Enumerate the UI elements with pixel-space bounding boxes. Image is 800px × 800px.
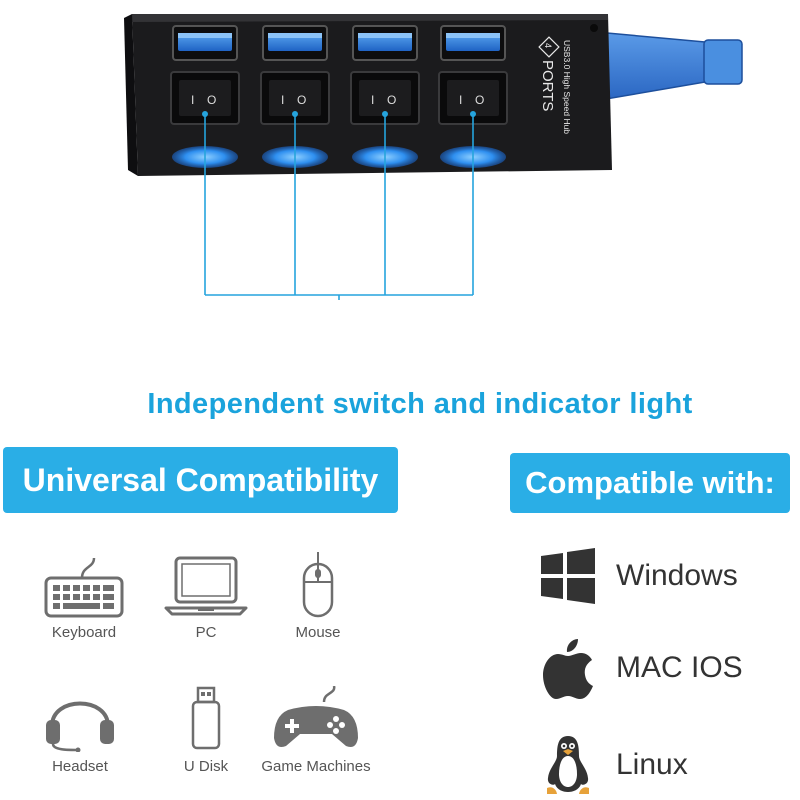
device-label-mouse: Mouse [295,624,341,641]
device-label-pc: PC [195,624,217,641]
keyboard-icon [44,557,124,618]
device-game-machines: Game Machines [256,686,376,775]
brand-badge-number: 4 [543,43,553,48]
device-keyboard: Keyboard [24,552,144,641]
device-u-disk: U Disk [146,686,266,775]
mouse-icon [302,552,334,618]
switch-on-mark: I [459,93,462,107]
os-label-linux: Linux [616,748,688,781]
usb-port-4 [440,25,506,61]
device-label-keyboard: Keyboard [51,624,117,641]
os-linux: Linux [538,734,688,796]
device-label-headset: Headset [52,758,108,775]
callout-lines [202,111,476,300]
windows-icon [538,545,598,607]
usb-cable-plug [595,31,743,101]
switch-off-mark: O [297,93,306,107]
linux-icon [538,734,598,796]
brand-title: PORTS [539,60,556,111]
device-label-u-disk: U Disk [183,758,229,775]
switch-on-mark: I [281,93,284,107]
universal-compatibility-banner: Universal Compatibility [3,447,398,513]
indicator-dot [590,24,598,32]
switch-off-mark: O [207,93,216,107]
device-label-game-machines: Game Machines [261,758,371,775]
switch-on-mark: I [371,93,374,107]
device-mouse: Mouse [258,552,378,641]
os-label-windows: Windows [616,559,738,592]
os-mac-ios: MAC IOS [538,637,743,699]
os-label-mac-ios: MAC IOS [616,651,743,684]
brand-label: 4 PORTS USB3.0 High Speed Hub [538,36,572,134]
brand-subtitle: USB3.0 High Speed Hub [562,40,572,134]
feature-headline: Independent switch and indicator light [147,388,693,420]
usb-port-1 [172,25,238,61]
switch-off-mark: O [475,93,484,107]
switch-off-mark: O [387,93,396,107]
apple-icon [538,637,598,699]
usb-port-2 [262,25,328,61]
compatible-with-banner: Compatible with: [510,453,790,513]
device-pc: PC [146,552,266,641]
os-windows: Windows [538,545,738,607]
usb-port-3 [352,25,418,61]
switch-on-mark: I [191,93,194,107]
usb-drive-icon [191,686,221,750]
device-headset: Headset [20,686,140,775]
gamepad-icon [274,686,358,747]
laptop-icon [164,556,248,616]
headset-icon [46,701,114,752]
